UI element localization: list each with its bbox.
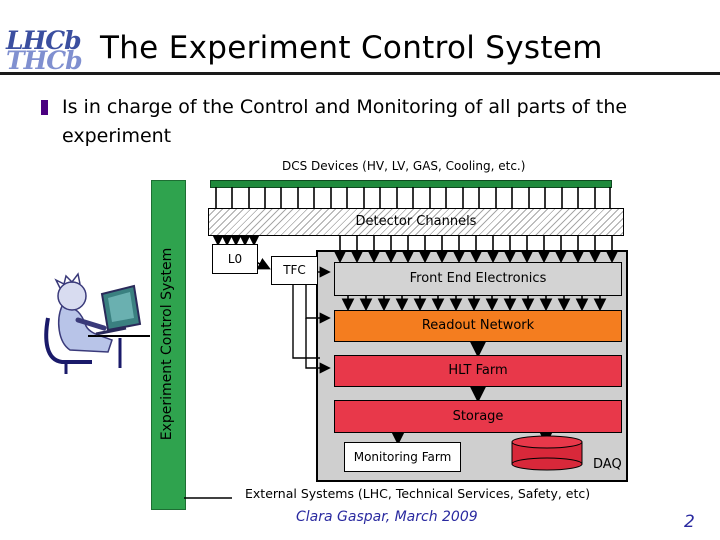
lhcb-logo: LHCb THCb: [0, 8, 92, 75]
ecs-bar: [151, 180, 186, 510]
fee-input-arrows: [333, 234, 619, 264]
logo-text-top: LHCb: [6, 26, 82, 55]
detector-channels-box: Detector Channels: [208, 208, 624, 236]
dcs-devices-bar: [210, 180, 612, 188]
external-systems-label: External Systems (LHC, Technical Service…: [245, 486, 591, 501]
front-end-electronics-box: Front End Electronics: [334, 262, 622, 296]
footer-author: Clara Gaspar, March 2009: [296, 509, 478, 525]
dcs-connector-lines: [215, 187, 611, 208]
tfc-distribution: [292, 266, 331, 374]
tfc-box: TFC: [271, 256, 318, 285]
monitoring-farm-box: Monitoring Farm: [344, 442, 461, 472]
dcs-devices-label: DCS Devices (HV, LV, GAS, Cooling, etc.): [282, 159, 526, 173]
daq-label: DAQ: [593, 457, 622, 472]
title-divider: [0, 72, 720, 75]
hlt-farm-box: HLT Farm: [334, 355, 622, 387]
bullet-text: Is in charge of the Control and Monitori…: [62, 96, 628, 147]
slide-title: The Experiment Control System: [100, 30, 603, 66]
bullet-icon: [41, 100, 48, 115]
page-number: 2: [684, 512, 695, 532]
readout-network-box: Readout Network: [334, 310, 622, 342]
l0-box: L0: [212, 244, 258, 274]
logo-text-bottom: THCb: [6, 46, 83, 75]
storage-disk-icon: [511, 435, 583, 471]
storage-box: Storage: [334, 400, 622, 433]
fee-to-readout-arrows: [341, 294, 607, 312]
l0-to-tfc-arrow: [255, 257, 271, 270]
operator-illustration: [44, 272, 150, 374]
